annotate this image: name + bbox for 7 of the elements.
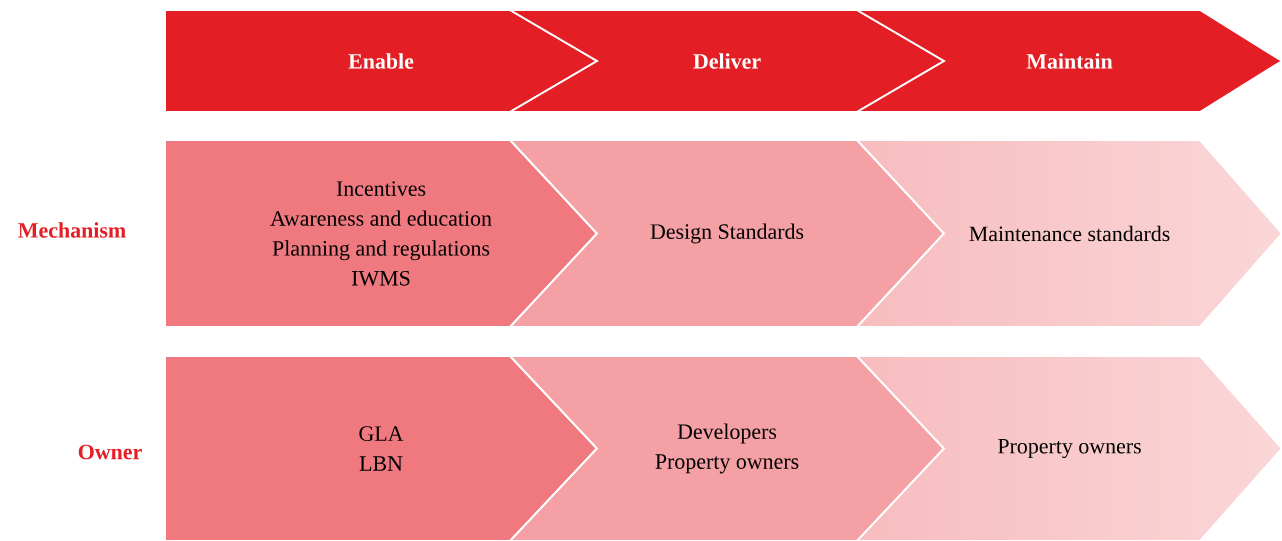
stage-panel: Incentives Awareness and education Planning and regulations IWMS <box>164 139 599 328</box>
row-label: Mechanism <box>18 222 126 238</box>
stage-panel: Maintenance standards <box>854 139 1282 328</box>
stage-panel: GLA LBN <box>164 355 599 541</box>
stage-header: Maintain <box>853 9 1282 113</box>
stage-panel: Property owners <box>854 355 1282 541</box>
row-label: Owner <box>78 444 142 460</box>
